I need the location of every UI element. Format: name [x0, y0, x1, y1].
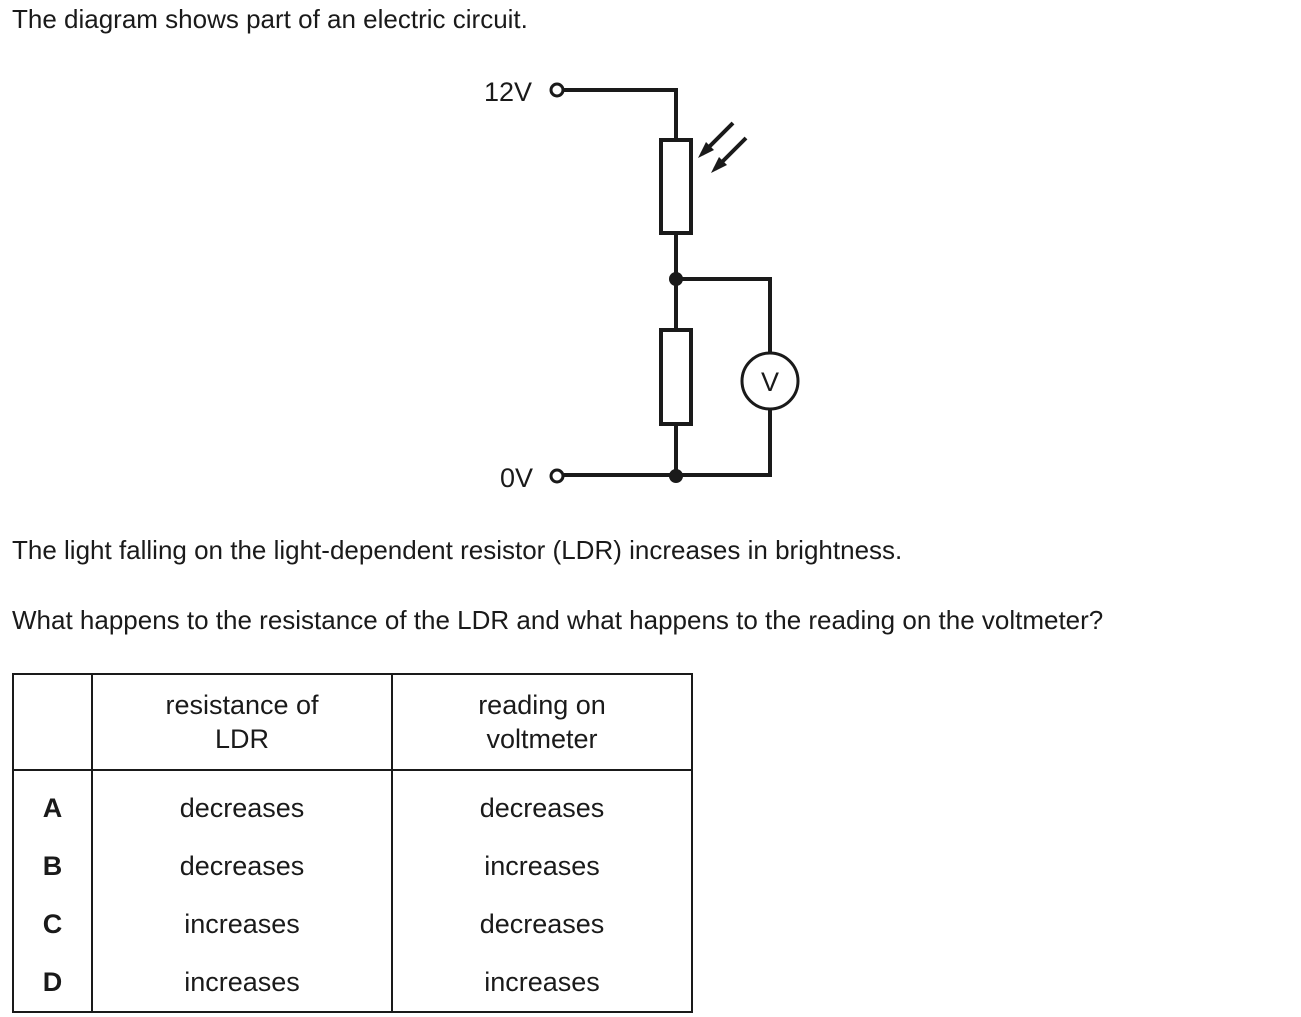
reading-cell: increases	[391, 953, 693, 1012]
table-header-row: resistance of LDR reading on voltmeter	[12, 674, 693, 771]
label-12v: 12V	[484, 77, 532, 107]
option-label: D	[12, 953, 93, 1012]
table-row: B decreases increases	[12, 837, 693, 895]
intro-text: The diagram shows part of an electric ci…	[12, 4, 528, 34]
terminal-0v	[549, 468, 565, 484]
junction-dot	[669, 469, 683, 483]
terminal-12v	[549, 82, 565, 98]
circuit-diagram: 12V 0V V	[484, 77, 800, 493]
table-row: A decreases decreases	[12, 770, 693, 837]
option-label: B	[12, 837, 93, 895]
voltmeter-label: V	[761, 367, 779, 397]
fixed-resistor	[659, 328, 693, 426]
junction-dot	[669, 272, 683, 286]
option-label: A	[12, 770, 93, 837]
resistance-cell: increases	[91, 895, 393, 953]
reading-cell: decreases	[391, 770, 693, 837]
wire-voltmeter-top	[676, 277, 772, 353]
question-text: What happens to the resistance of the LD…	[12, 605, 1104, 635]
answer-table: resistance of LDR reading on voltmeter A…	[12, 673, 693, 1013]
resistance-cell: increases	[91, 953, 393, 1012]
label-0v: 0V	[500, 463, 533, 493]
header-option	[12, 674, 93, 771]
resistance-cell: decreases	[91, 770, 393, 837]
statement-text: The light falling on the light-dependent…	[12, 535, 903, 565]
table-row: D increases increases	[12, 953, 693, 1012]
resistance-cell: decreases	[91, 837, 393, 895]
option-label: C	[12, 895, 93, 953]
wire-top	[564, 88, 678, 140]
reading-cell: increases	[391, 837, 693, 895]
table-row: C increases decreases	[12, 895, 693, 953]
reading-cell: decreases	[391, 895, 693, 953]
header-reading: reading on voltmeter	[391, 674, 693, 771]
ldr-resistor	[659, 138, 693, 235]
header-resistance: resistance of LDR	[91, 674, 393, 771]
wire-voltmeter-bottom	[564, 409, 772, 477]
